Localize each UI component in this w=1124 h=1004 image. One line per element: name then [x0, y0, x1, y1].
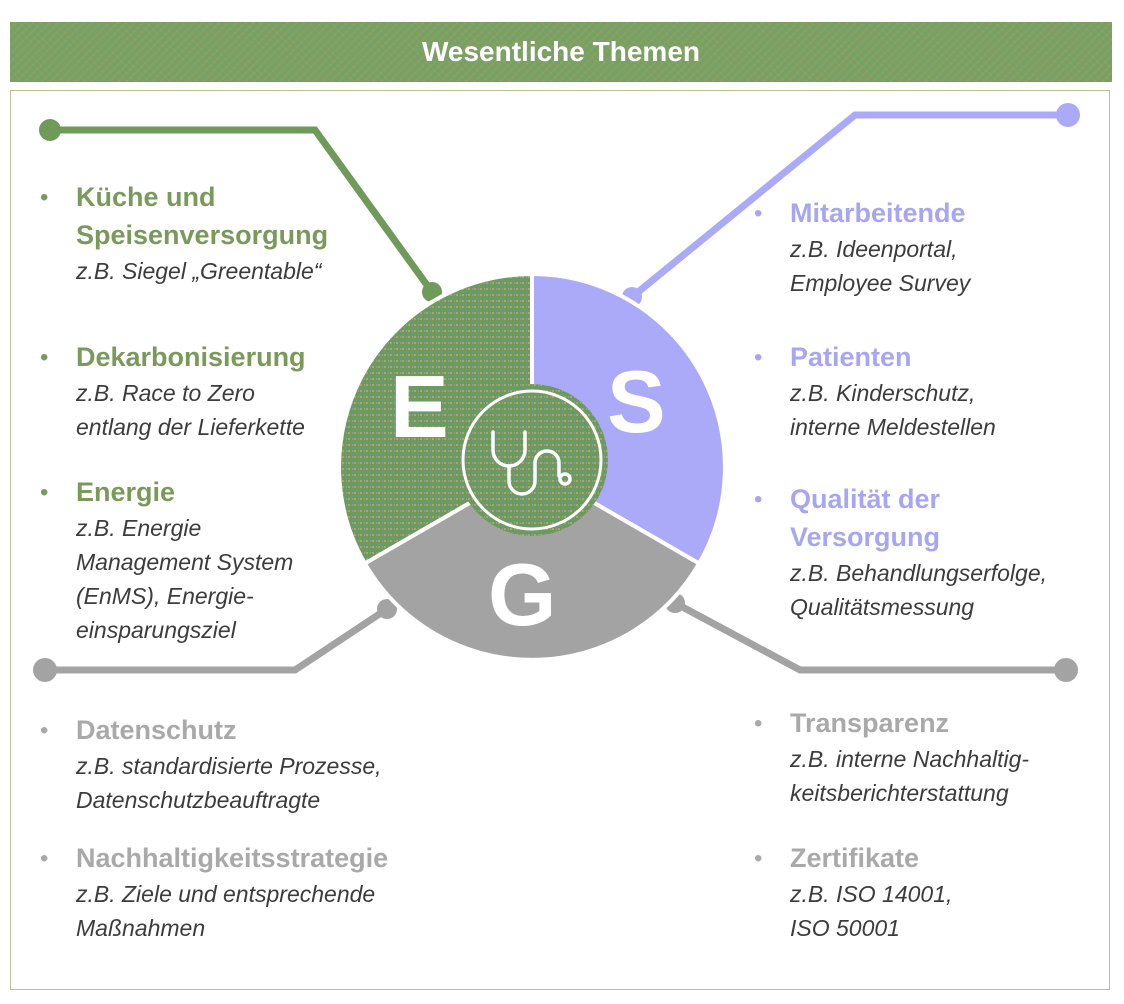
- segment-governance: [362, 464, 702, 662]
- stethoscope-icon: [491, 430, 572, 496]
- item-detail: keitsberichterstattung: [790, 780, 1009, 806]
- item-heading: Dekarbonisierung: [76, 342, 306, 372]
- item-detail: z.B. Kinderschutz,: [790, 380, 976, 406]
- item-heading: Zertifikate: [790, 843, 920, 873]
- governance-right-item: • Transparenz z.B. interne Nachhaltig-keit…: [754, 704, 1030, 810]
- item-detail: z.B. Energie: [76, 515, 202, 541]
- item-heading: Qualität der: [790, 484, 941, 514]
- letter-s: S: [607, 352, 666, 451]
- item-detail: Management System: [76, 549, 294, 575]
- item-detail: einsparungsziel: [76, 617, 236, 643]
- item-detail: Employee Survey: [790, 270, 971, 296]
- item-heading: Speisenversorgung: [76, 220, 329, 250]
- bullet: •: [40, 717, 49, 744]
- center-circle: [456, 384, 608, 536]
- social-item: • Patienten z.B. Kinderschutz, interne Meld…: [754, 338, 996, 444]
- governance-left-item: • Nachhaltigkeitsstrategie z.B. Ziele und …: [40, 839, 389, 945]
- item-heading: Energie: [76, 477, 176, 507]
- item-detail: z.B. interne Nachhaltig-: [790, 746, 1030, 772]
- bullet: •: [40, 184, 49, 211]
- environment-item: • Dekarbonisierung z.B. Race to Zero entlan…: [40, 338, 306, 444]
- item-heading: Nachhaltigkeitsstrategie: [76, 843, 389, 873]
- bullet: •: [754, 486, 763, 513]
- item-heading: Datenschutz: [76, 715, 237, 745]
- item-detail: z.B. Ziele und entsprechende: [76, 881, 376, 907]
- item-heading: Transparenz: [790, 708, 950, 738]
- item-detail: interne Meldestellen: [790, 414, 996, 440]
- bullet: •: [40, 845, 49, 872]
- item-detail: entlang der Lieferkette: [76, 414, 305, 440]
- connector-social: [622, 103, 1080, 307]
- content-frame: [10, 90, 1110, 990]
- item-detail: (EnMS), Energie-: [76, 583, 254, 609]
- item-heading: Versorgung: [790, 522, 941, 552]
- bullet: •: [754, 845, 763, 872]
- bullet: •: [754, 200, 763, 227]
- item-heading: Küche und: [76, 182, 216, 212]
- bullet: •: [40, 479, 49, 506]
- item-detail: z.B. Behandlungserfolge,: [790, 560, 1048, 586]
- governance-right-item: • Zertifikate z.B. ISO 14001, ISO 50001: [754, 839, 953, 945]
- item-detail: Datenschutzbeauftragte: [76, 787, 321, 813]
- item-detail: z.B. Ideenportal,: [790, 236, 958, 262]
- item-detail: z.B. Siegel „Greentable“: [76, 258, 322, 284]
- social-item: • Mitarbeitende z.B. Ideenportal, Employee …: [754, 194, 971, 300]
- bullet: •: [754, 710, 763, 737]
- item-detail: z.B. Race to Zero: [76, 380, 255, 406]
- item-heading: Patienten: [790, 342, 912, 372]
- connector-environment: [39, 119, 442, 302]
- bullet: •: [754, 344, 763, 371]
- item-detail: ISO 50001: [790, 915, 900, 941]
- page-title: Wesentliche Themen: [421, 36, 700, 67]
- item-detail: Qualitätsmessung: [790, 594, 975, 620]
- item-heading: Mitarbeitende: [790, 198, 966, 228]
- governance-left-item: • Datenschutz z.B. standardisierte Prozess…: [40, 711, 382, 817]
- bullet: •: [40, 344, 49, 371]
- item-detail: z.B. standardisierte Prozesse,: [76, 753, 382, 779]
- item-detail: Maßnahmen: [76, 915, 206, 941]
- letter-g: G: [488, 545, 556, 644]
- title-banner: Wesentliche Themen: [10, 22, 1112, 82]
- letter-e: E: [390, 357, 449, 456]
- item-detail: z.B. ISO 14001,: [790, 881, 953, 907]
- connector-governance-left: [33, 599, 397, 682]
